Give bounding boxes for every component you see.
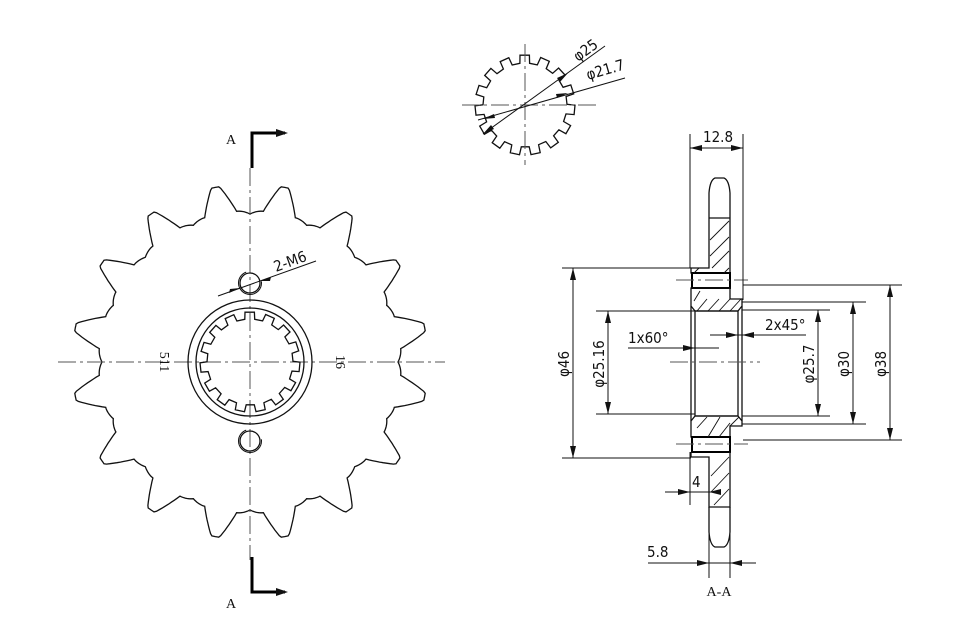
arrow-icon: [815, 310, 821, 322]
web-top: [690, 218, 731, 274]
web-bottom: [690, 452, 731, 508]
arrow-icon: [887, 285, 893, 297]
arrow-icon: [605, 311, 611, 323]
arrow-icon: [850, 412, 856, 424]
main-sprocket-view: 2-M6 511 16 A A: [58, 129, 445, 612]
arrow-icon: [678, 489, 690, 495]
left-axis-label: 511: [156, 352, 171, 372]
tooth-top-tip: [708, 177, 731, 218]
hub-upper: [690, 287, 743, 312]
dim-width-total: 12.8: [703, 128, 733, 146]
dim-tooth-width: 5.8: [647, 543, 668, 561]
phi217-leader: [477, 77, 626, 121]
arrow-icon: [697, 560, 709, 566]
section-label-top: A: [226, 133, 237, 148]
arrow-icon: [815, 404, 821, 416]
bolt-hole-top: [239, 272, 261, 294]
dim-phi25-7: φ25.7: [800, 345, 818, 384]
arrow-icon: [690, 145, 702, 151]
arrow-icon: [557, 73, 568, 82]
dim-phi46: φ46: [555, 351, 573, 377]
chamfer-right-label: 2x45°: [765, 316, 805, 334]
bolt-hole-top-thread: [238, 271, 262, 295]
arrow-icon: [731, 145, 743, 151]
section-mark-top: [250, 131, 285, 168]
arrow-icon: [570, 446, 576, 458]
dim-phi30: φ30: [835, 351, 853, 377]
section-hatching: [693, 220, 742, 506]
main-spline-bore: [199, 311, 301, 413]
arrow-icon: [742, 332, 754, 338]
arrow-icon: [276, 588, 288, 596]
arrow-icon: [709, 489, 721, 495]
arrow-icon: [850, 302, 856, 314]
arrow-icon: [726, 332, 738, 338]
dim-phi38: φ38: [872, 351, 890, 377]
section-title: A-A: [707, 585, 733, 600]
bolt-hole-bottom: [239, 430, 261, 452]
arrow-icon: [887, 428, 893, 440]
arrow-icon: [683, 345, 695, 351]
section-mark-bottom: [250, 557, 285, 594]
arrow-icon: [570, 268, 576, 280]
section-label-bottom: A: [226, 597, 237, 612]
hub-inner-ring: [195, 307, 305, 417]
spline-detail-view: φ25 φ21.7: [462, 35, 627, 165]
right-axis-label: 16: [332, 355, 347, 369]
arrow-icon: [483, 114, 495, 119]
tooth-bottom-tip: [708, 507, 731, 548]
bolt-hole-bottom-thread: [238, 429, 262, 453]
hub-outer-ring: [187, 299, 313, 425]
arrow-icon: [730, 560, 742, 566]
dim-hub-offset: 4: [692, 473, 701, 491]
dim-phi25-16: φ25.16: [590, 340, 608, 388]
arrow-icon: [605, 402, 611, 414]
arrow-icon: [229, 288, 240, 293]
bolt-hole-label: 2-M6: [271, 247, 309, 275]
arrow-icon: [556, 93, 568, 98]
arrow-icon: [483, 125, 494, 134]
section-aa-view: 12.8 φ46 φ25.16 1x60° 2x45° φ25.7: [555, 128, 902, 600]
bore: [694, 310, 739, 417]
phi25-leader: [482, 45, 606, 135]
phi25-label: φ25: [570, 35, 602, 65]
arrow-icon: [276, 129, 288, 137]
arrow-icon: [260, 277, 271, 281]
chamfer-left-label: 1x60°: [628, 329, 668, 347]
